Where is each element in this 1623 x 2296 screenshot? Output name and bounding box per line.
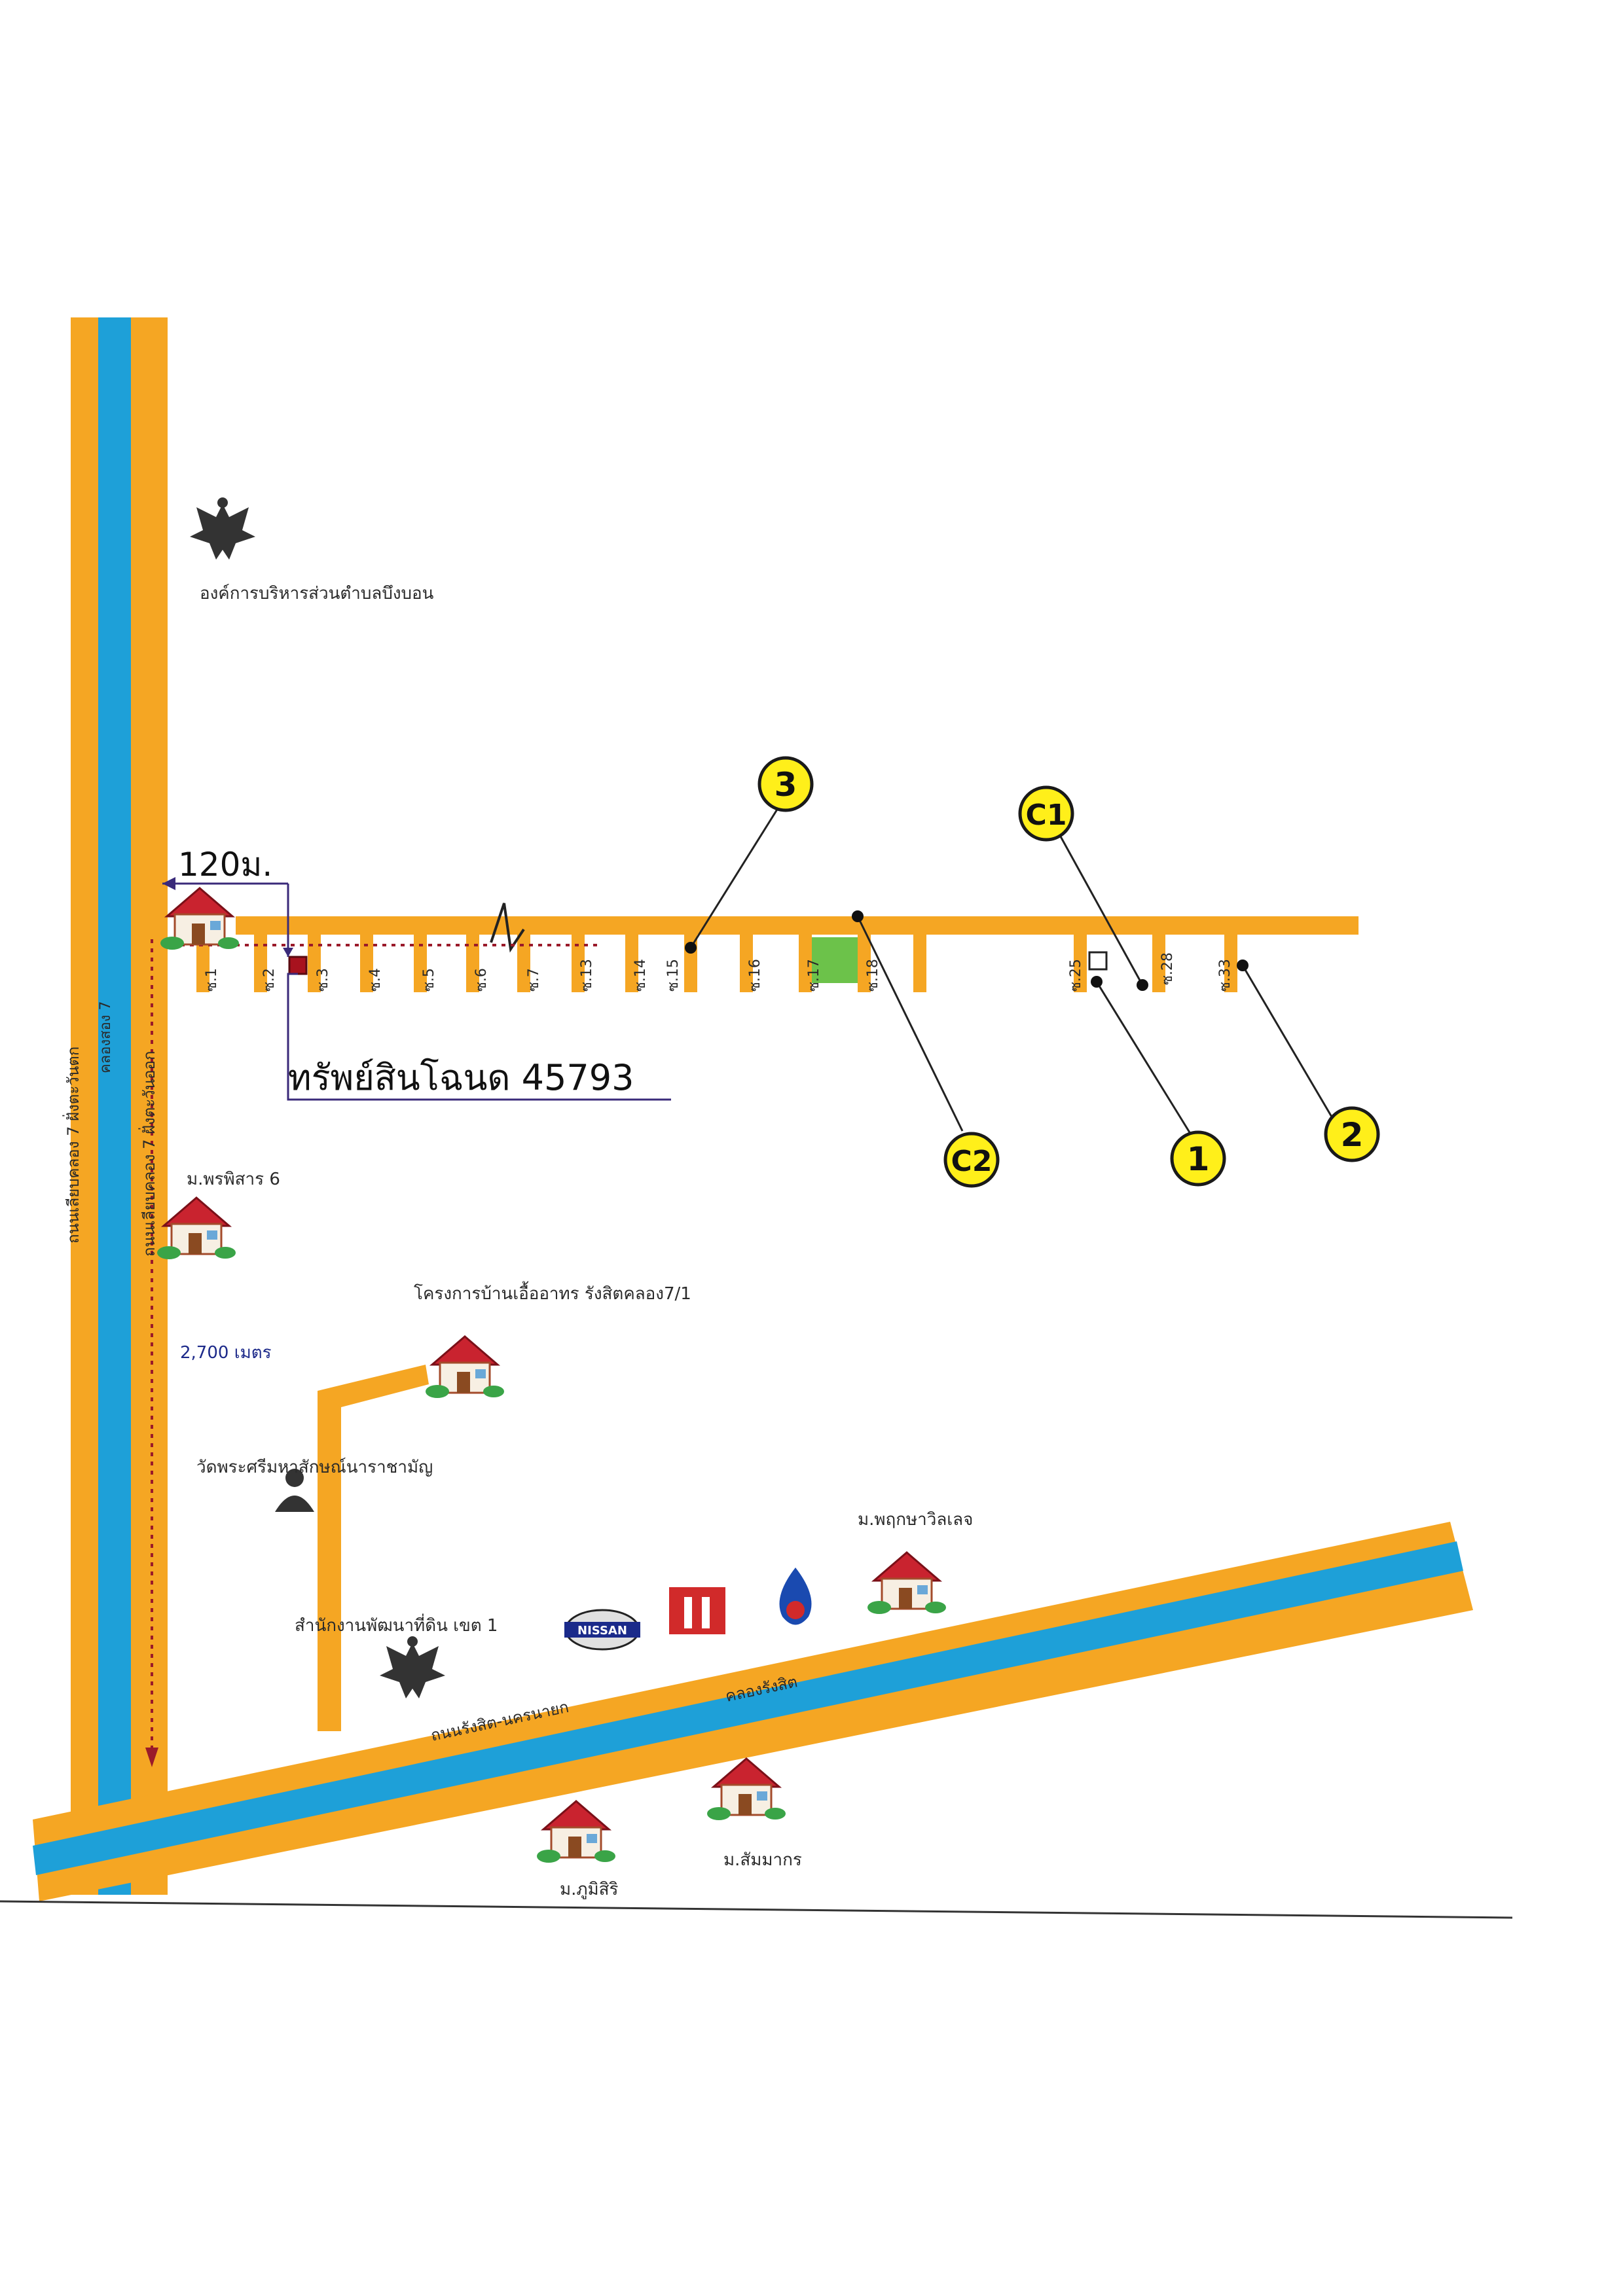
connector-road-vertical: [318, 1391, 341, 1731]
garuda-emblem-icon: [190, 497, 255, 560]
soi-label: ซ.5: [421, 968, 437, 992]
connector-road-horizontal: [318, 1365, 429, 1407]
house-icon: [866, 1551, 947, 1615]
leader-dot-3: [685, 942, 697, 954]
leader-c1: [1053, 824, 1144, 986]
soi-label: ซ.13: [579, 959, 595, 992]
house-icon: [156, 1196, 237, 1261]
soi-label: ซ.25: [1068, 959, 1084, 992]
land-office-label: สำนักงานพัฒนาที่ดิน เขต 1: [295, 1613, 498, 1636]
svg-text:NISSAN: NISSAN: [577, 1624, 627, 1638]
soi-labels: ซ.1 ซ.2 ซ.3 ซ.4 ซ.5 ซ.6 ซ.7 ซ.13 ซ.14 ซ.…: [204, 952, 1233, 992]
leader-dot-c2: [852, 910, 864, 922]
soi-label: ซ.18: [865, 959, 881, 992]
svg-text:C2: C2: [951, 1145, 993, 1178]
road-left-outer-label: ถนนเลียบคลอง 7 ฝั่งตะวันตก: [62, 1047, 82, 1244]
village-sammakorn-label: ม.สัมมากร: [723, 1850, 802, 1870]
leader-dot-2: [1237, 960, 1249, 971]
arrow-left-head: [162, 877, 175, 890]
property-leader: [287, 973, 671, 1101]
marker-2[interactable]: 2: [1324, 1106, 1380, 1162]
leader-2: [1241, 965, 1334, 1119]
village-phumisiri-label: ม.ภูมิสิริ: [560, 1880, 619, 1899]
arrow-down-head: [145, 1748, 158, 1767]
nissan-logo-icon: NISSAN: [564, 1609, 640, 1651]
diagonal-canal: [33, 1541, 1463, 1875]
main-soi-road: [236, 916, 1359, 935]
distance-top-label: 120ม.: [178, 846, 272, 884]
ptt-logo-icon: [779, 1568, 812, 1625]
marker-c2[interactable]: C2: [943, 1132, 1000, 1188]
svg-text:C1: C1: [1026, 798, 1067, 832]
soi-label: ซ.16: [747, 959, 763, 992]
road-break-symbol: [490, 903, 525, 953]
sao-label: องค์การบริหารส่วนตำบลบึงบอน: [200, 584, 434, 603]
bottom-frame-line: [0, 1900, 1513, 1919]
leader-c2: [856, 916, 964, 1132]
soi-label: ซ.6: [473, 968, 490, 992]
soi-label: ซ.17: [806, 959, 822, 992]
soi-label: ซ.1: [204, 968, 220, 992]
fuel-station-icon: [669, 1587, 725, 1634]
property-marker: [288, 956, 308, 975]
property-title: ทรัพย์สินโฉนด 45793: [288, 1057, 634, 1098]
leader-1: [1095, 981, 1193, 1136]
marker-3[interactable]: 3: [757, 756, 814, 812]
soi-label: ซ.3: [315, 968, 331, 992]
leader-3: [689, 806, 780, 948]
temple-label: วัดพระศรีมหาสักษณ์นาราชามัญ: [196, 1458, 433, 1477]
green-plot: [812, 937, 858, 983]
soi-label: ซ.28: [1159, 952, 1176, 985]
left-road-outer: [71, 317, 98, 1895]
marker-1[interactable]: 1: [1170, 1130, 1226, 1187]
soi-label: ซ.14: [632, 959, 649, 992]
left-road-inner: [131, 317, 168, 1895]
house-icon: [536, 1800, 617, 1864]
landmark-square: [1088, 951, 1108, 971]
road-left-inner-label: ถนนเลียบคลอง 7 ฝั่งตะวันออก: [138, 1051, 158, 1257]
svg-text:3: 3: [775, 766, 797, 804]
soi-label: ซ.4: [367, 968, 384, 992]
arrow-down-property: [283, 948, 293, 957]
village-phonphisan-label: ม.พรพิสาร 6: [187, 1170, 280, 1189]
leader-dot-c1: [1137, 979, 1148, 991]
soi-label: ซ.33: [1217, 959, 1233, 992]
left-canal: [98, 317, 131, 1895]
distance-left-label: 2,700 เมตร: [180, 1343, 272, 1363]
soi-label: ซ.7: [526, 968, 542, 992]
house-icon: [159, 887, 240, 951]
marker-c1[interactable]: C1: [1018, 785, 1074, 842]
svg-text:1: 1: [1187, 1140, 1210, 1178]
soi-label: ซ.2: [261, 968, 278, 992]
house-icon: [706, 1757, 787, 1821]
soi-label: ซ.15: [665, 959, 682, 992]
buddha-icon: [275, 1469, 314, 1512]
leader-dot-1: [1091, 976, 1103, 988]
house-icon: [424, 1335, 505, 1399]
canal-left-label: คลองสอง 7: [98, 1001, 114, 1073]
svg-text:2: 2: [1341, 1116, 1364, 1154]
project-housing-label: โครงการบ้านเอื้ออาทร รังสิตคลอง7/1: [414, 1281, 691, 1304]
village-phrukpha-label: ม.พฤกษาวิลเลจ: [858, 1510, 973, 1530]
garuda-emblem-icon: [380, 1636, 445, 1698]
